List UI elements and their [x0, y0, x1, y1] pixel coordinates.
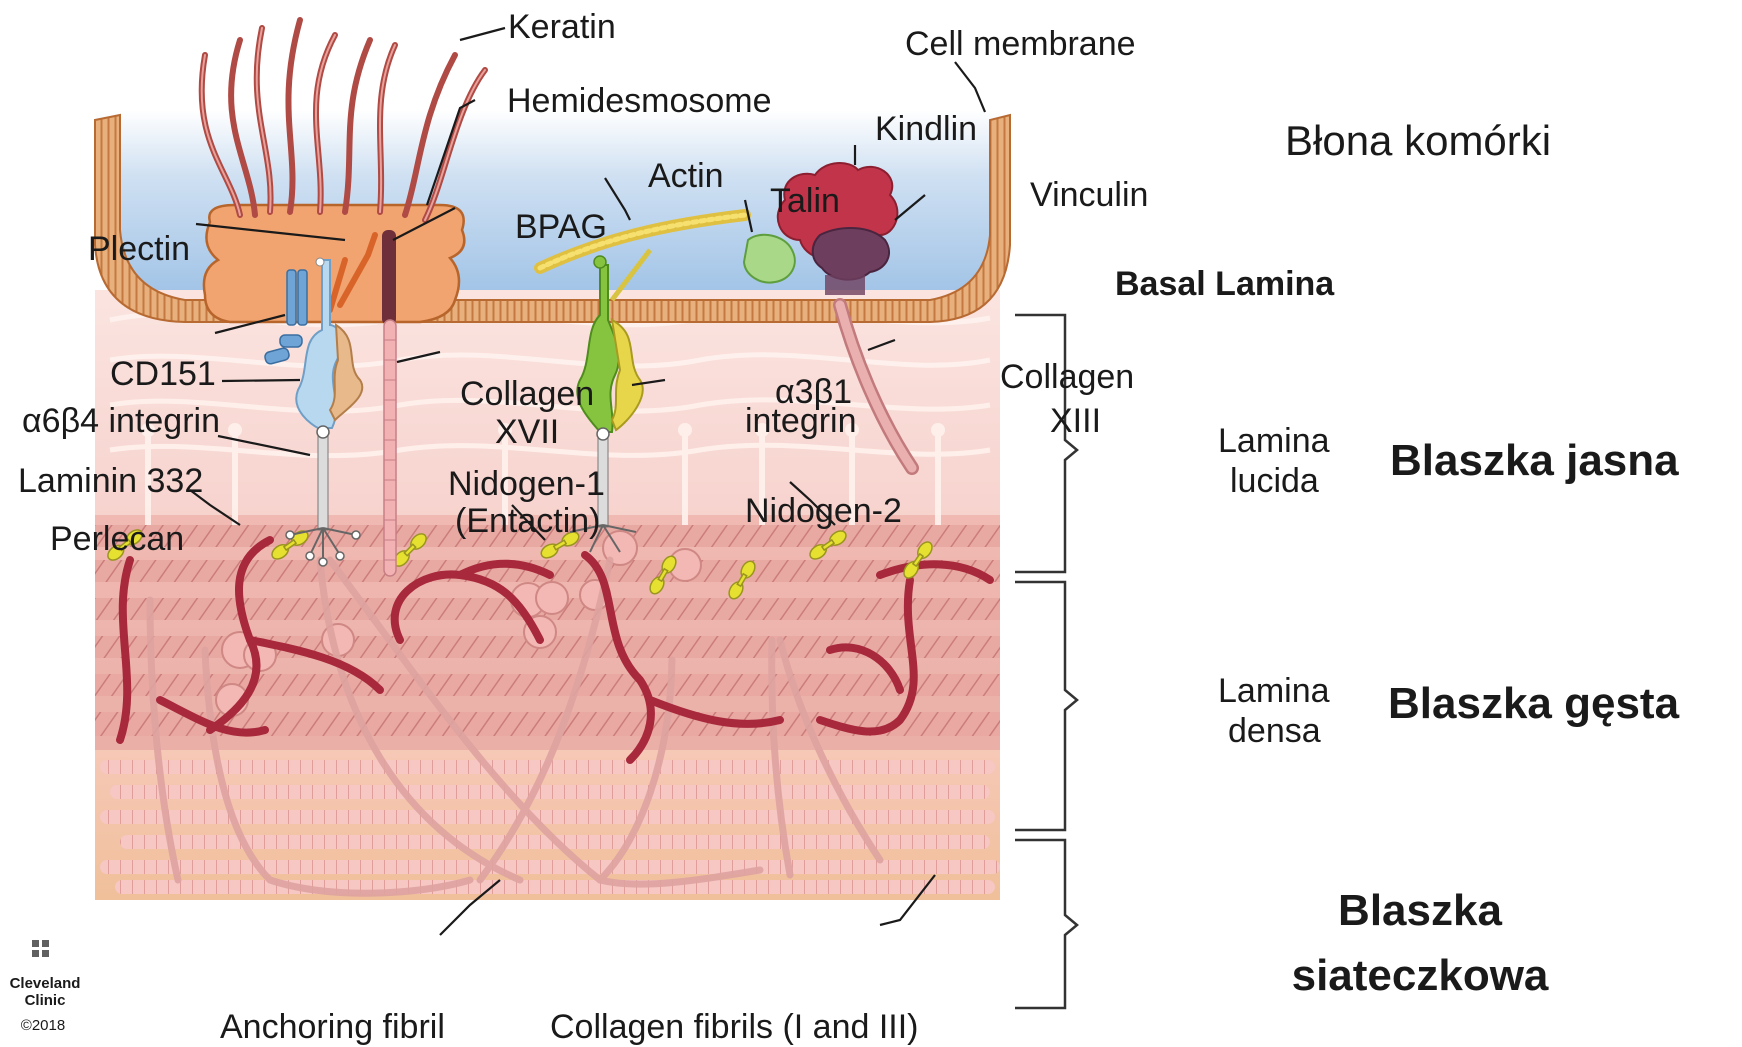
label-collagen-xvii-line1: Collagen — [460, 375, 594, 413]
label-lamina-densa-line1: Lamina — [1218, 672, 1330, 710]
label-collagen-xiii-line2: XIII — [1050, 402, 1101, 440]
label-collagen-fibrils: Collagen fibrils (I and III) — [550, 1008, 919, 1046]
logo-line2: Clinic — [25, 992, 66, 1009]
label-lamina-lucida-line1: Lamina — [1218, 422, 1330, 460]
label-hemidesmosome: Hemidesmosome — [507, 82, 772, 120]
label-nidogen1-line1: Nidogen-1 — [448, 465, 605, 503]
label-lamina-densa-line2: densa — [1228, 712, 1321, 750]
logo-copyright: ©2018 — [21, 1017, 65, 1034]
label-blaszka-siateczkowa-line1: Blaszka — [1338, 886, 1502, 935]
label-blona-komorki: Błona komórki — [1285, 117, 1551, 164]
label-bpag: BPAG — [515, 208, 607, 246]
label-keratin: Keratin — [508, 8, 616, 46]
cleveland-clinic-logo: Cleveland Clinic ©2018 — [10, 940, 81, 1034]
label-talin: Talin — [770, 182, 840, 220]
label-vinculin: Vinculin — [1030, 176, 1148, 214]
label-lamina-lucida-line2: lucida — [1230, 462, 1319, 500]
label-kindlin: Kindlin — [875, 110, 977, 148]
label-actin: Actin — [648, 157, 724, 195]
label-collagen-xiii-line1: Collagen — [1000, 358, 1134, 396]
label-anchoring-fibril: Anchoring fibril — [220, 1008, 445, 1046]
talin-molecule — [744, 235, 795, 283]
bpag-molecule — [382, 230, 396, 325]
label-plectin: Plectin — [88, 230, 190, 268]
label-collagen-xvii-line2: XVII — [495, 413, 559, 451]
label-perlecan: Perlecan — [50, 520, 184, 558]
collagen-xvii-rod — [384, 320, 396, 576]
label-blaszka-gesta: Blaszka gęsta — [1388, 679, 1680, 728]
label-cd151: CD151 — [110, 355, 216, 393]
label-a6b4-integrin: α6β4 integrin — [22, 402, 220, 440]
polish-labels: Błona komórki Blaszka jasna Blaszka gęst… — [1285, 117, 1680, 1000]
label-blaszka-jasna: Blaszka jasna — [1390, 436, 1679, 485]
label-blaszka-siateczkowa-line2: siateczkowa — [1292, 951, 1549, 1000]
label-nidogen1-line2: (Entactin) — [455, 502, 601, 540]
label-basal-lamina: Basal Lamina — [1115, 265, 1335, 303]
label-laminin-332: Laminin 332 — [18, 462, 203, 500]
label-a3b1-integrin: integrin — [745, 402, 857, 440]
label-nidogen2: Nidogen-2 — [745, 492, 902, 530]
logo-line1: Cleveland — [10, 975, 81, 992]
label-cell-membrane: Cell membrane — [905, 25, 1136, 63]
